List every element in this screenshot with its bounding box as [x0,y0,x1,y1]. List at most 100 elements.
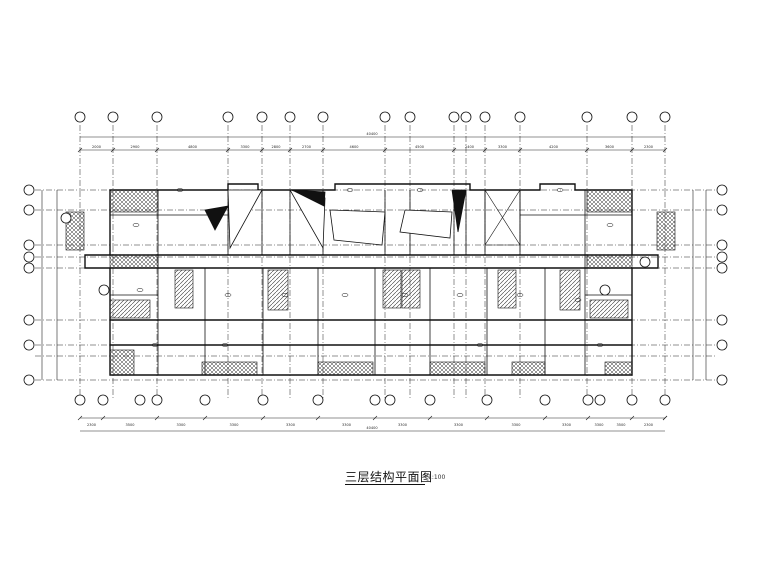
axis-bubble-bottom [199,394,211,406]
dim-label-bottom: 3300 [454,423,463,427]
axis-bubble-top [222,111,234,123]
stair-voids [204,189,521,250]
axis-bubble-left [23,204,35,216]
axis-bubble-bottom [582,394,594,406]
axis-bubble-top [626,111,638,123]
dim-label-top: 2900 [131,145,140,149]
axis-bubble-detail [594,394,606,406]
dim-label-top: 2800 [272,145,281,149]
axis-bubble-top [479,111,491,123]
axis-bubble-left [23,314,35,326]
axis-bubble-left [23,239,35,251]
hatched-wall [604,361,633,376]
dim-label-top: 4500 [415,145,424,149]
axis-bubble-bottom [257,394,269,406]
axis-bubble-left [23,262,35,274]
axis-bubble-top [107,111,119,123]
room-marker [224,293,232,297]
axis-bubble-detail [384,394,396,406]
axis-bubble-top [256,111,268,123]
dim-label-top: 4200 [549,145,558,149]
hatched-column [401,269,421,309]
hatched-wall [109,189,159,213]
axis-bubble-top [317,111,329,123]
dimension-lines [41,136,707,432]
hatched-wall [109,349,135,376]
room-markers [132,188,614,347]
dim-label-top: 3600 [605,145,614,149]
axis-bubble-bottom [659,394,671,406]
room-marker [151,343,159,347]
hatched-wall [317,361,374,376]
hatched-wall [586,254,633,269]
dim-label-bottom: 3300 [177,423,186,427]
dim-label-bottom: 2300 [644,423,653,427]
hatched-wall [109,254,159,269]
dim-label-bottom: 3500 [126,423,135,427]
room-marker [176,188,184,192]
dim-label-top: 2700 [302,145,311,149]
axis-bubble-detail [98,284,110,296]
hatched-column [267,269,289,311]
axis-bubble-top [448,111,460,123]
axis-bubble-detail [639,256,651,268]
dim-label-bottom: 3300 [562,423,571,427]
axis-bubble-bottom [424,394,436,406]
axis-bubble-right [716,314,728,326]
dim-label-top: 2300 [644,145,653,149]
hatched-column [109,299,151,319]
hatched-wall [586,189,633,213]
axis-bubble-right [716,251,728,263]
axis-bubble-detail [134,394,146,406]
axis-bubble-left [23,374,35,386]
hatched-wall [511,361,546,376]
axis-bubble-left [23,251,35,263]
room-marker [401,293,409,297]
dim-label-bottom: 3300 [512,423,521,427]
hatched-wall [656,211,676,251]
title-underline [345,484,425,485]
dim-label-bottom: 3300 [230,423,239,427]
hatched-wall [201,361,258,376]
hatched-column [497,269,517,309]
dim-label-bottom: 3300 [398,423,407,427]
axis-bubble-top [404,111,416,123]
dim-label-top: 2000 [92,145,101,149]
room-marker [136,288,144,292]
dim-label-top: 4600 [350,145,359,149]
axis-bubble-right [716,262,728,274]
axis-bubble-left [23,184,35,196]
dim-label-bottom: 3300 [595,423,604,427]
dim-label-top: 3300 [498,145,507,149]
total-dimension-top: 40400 [366,132,377,136]
dim-label-top: 3300 [241,145,250,149]
axis-bubble-top [460,111,472,123]
axis-bubble-top [581,111,593,123]
axis-bubble-top [379,111,391,123]
room-marker [281,293,289,297]
axis-bubble-right [716,239,728,251]
axis-bubble-detail [599,284,611,296]
room-marker [456,293,464,297]
room-marker [574,298,582,302]
hatched-column [174,269,194,309]
hatched-column [559,269,581,311]
dim-label-bottom: 3300 [286,423,295,427]
axis-bubble-bottom [626,394,638,406]
room-marker [221,343,229,347]
room-marker [516,293,524,297]
hatched-column [589,299,629,319]
axis-bubble-right [716,204,728,216]
room-marker [341,293,349,297]
hatched-wall [65,211,85,251]
axis-bubble-detail [60,212,72,224]
axis-bubble-right [716,184,728,196]
dim-label-bottom: 2300 [87,423,96,427]
axis-bubble-bottom [151,394,163,406]
total-dimension-bottom: 40400 [366,426,377,430]
room-marker [416,188,424,192]
axis-bubble-top [151,111,163,123]
dim-label-top: 2400 [465,145,474,149]
